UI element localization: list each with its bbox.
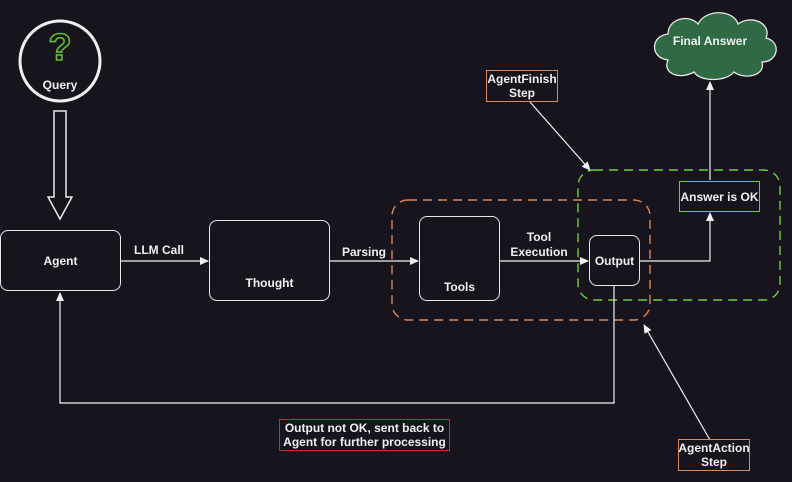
llm-call-label: LLM Call <box>134 243 184 257</box>
answer-ok-label: Answer is OK <box>680 189 759 204</box>
agent-action-note: AgentAction Step <box>678 439 750 471</box>
agent-action-line2: Step <box>700 455 727 469</box>
query-question-icon: ? <box>48 27 71 69</box>
query-to-agent-arrow <box>46 110 74 221</box>
tools-label: Tools <box>443 280 476 294</box>
tool-execution-label-line1: Tool <box>526 230 552 244</box>
agent-node: Agent <box>0 230 121 291</box>
thought-node: Thought <box>209 220 330 301</box>
agent-finish-line2: Step <box>508 86 535 100</box>
agent-action-pointer <box>643 324 711 441</box>
tools-output-group <box>391 199 651 321</box>
final-answer-cloud <box>653 12 777 81</box>
agent-label: Agent <box>43 253 78 268</box>
output-label: Output <box>594 253 635 268</box>
agent-action-line1: AgentAction <box>678 441 750 455</box>
output-node: Output <box>589 235 640 286</box>
query-node <box>18 19 102 103</box>
agent-finish-pointer <box>529 101 591 171</box>
tools-node: Tools <box>419 216 500 301</box>
tool-execution-label-line2: Execution <box>510 245 568 259</box>
agent-finish-note: AgentFinish Step <box>486 70 558 102</box>
query-label: Query <box>42 78 78 92</box>
parsing-label: Parsing <box>341 245 386 259</box>
output-answer-group <box>577 169 781 301</box>
feedback-line1: Output not OK, sent back to <box>284 421 445 435</box>
agent-finish-line1: AgentFinish <box>487 72 557 86</box>
feedback-edge <box>56 286 615 404</box>
output-to-answer-edge <box>640 212 714 262</box>
final-answer-label: Final Answer <box>672 34 748 48</box>
feedback-line2: Agent for further processing <box>283 435 446 449</box>
answer-ok-node: Answer is OK <box>679 181 760 212</box>
feedback-note: Output not OK, sent back to Agent for fu… <box>279 419 450 451</box>
thought-label: Thought <box>245 276 294 290</box>
